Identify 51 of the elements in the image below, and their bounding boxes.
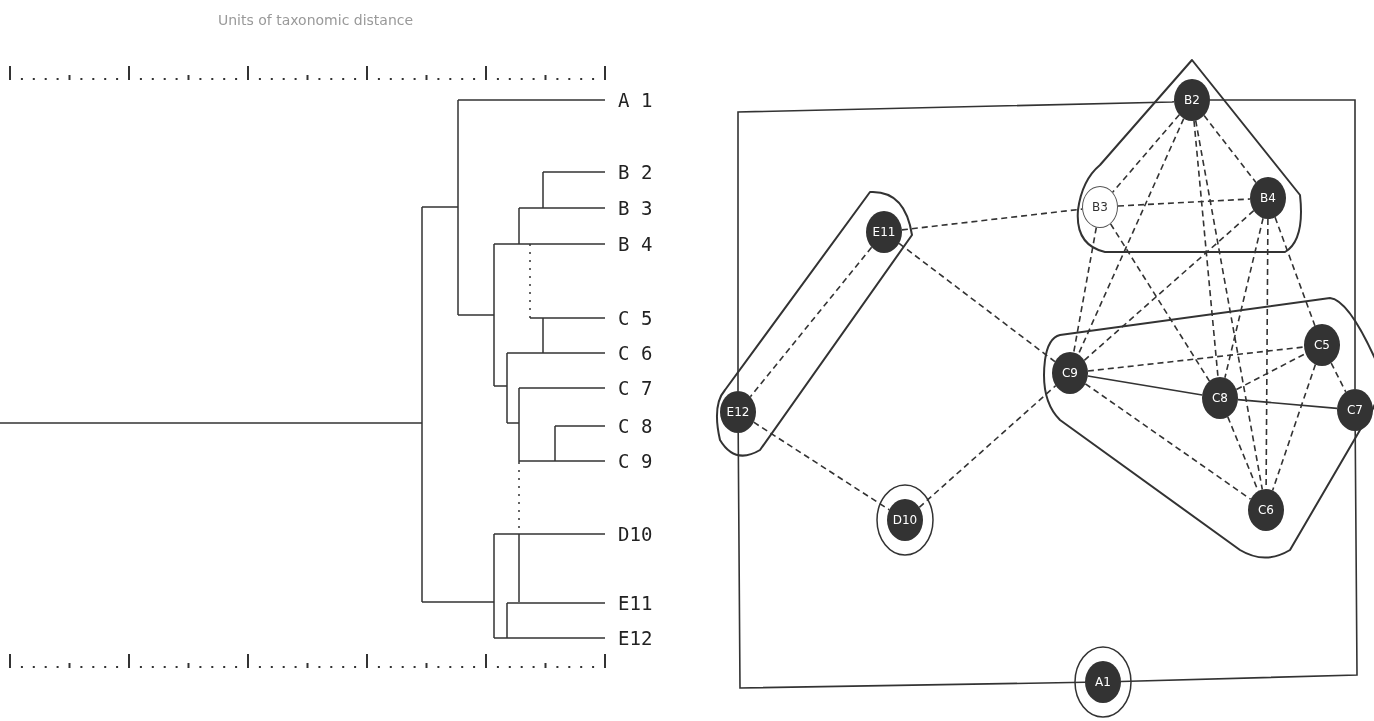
- axis-title: Units of taxonomic distance: [218, 12, 414, 28]
- connector-line: [1087, 375, 1203, 396]
- connector-line: [749, 246, 873, 398]
- node-circle: D10: [887, 499, 923, 541]
- connector-line: [1330, 362, 1347, 393]
- connector-line: [1271, 363, 1317, 492]
- connector-line: [1203, 114, 1257, 184]
- connector-line: [1109, 223, 1211, 382]
- connector-line: [1209, 99, 1356, 390]
- node-circle: B2: [1174, 79, 1210, 121]
- node-circle: C5: [1304, 324, 1340, 366]
- node-circle: E12: [720, 391, 756, 433]
- connector-line: [1117, 198, 1251, 207]
- connector-line: [737, 101, 1175, 392]
- node-circle: E11: [866, 211, 902, 253]
- connector-line: [1083, 209, 1255, 362]
- leaf-label: B 3: [618, 197, 653, 219]
- leaf-label: C 6: [618, 342, 653, 364]
- connector-line: [1087, 346, 1305, 372]
- leaf-label: E11: [618, 592, 653, 614]
- connector-line: [1274, 216, 1316, 327]
- connector-line: [901, 208, 1083, 231]
- leaf-label: E12: [618, 627, 653, 649]
- connector-line: [1224, 217, 1264, 379]
- connector-line: [1072, 226, 1098, 354]
- leaf-label: B 2: [618, 161, 653, 183]
- connector-line: [1237, 398, 1338, 410]
- leaf-label: C 5: [618, 307, 653, 329]
- connector-line: [918, 384, 1057, 509]
- connector-line: [1193, 120, 1219, 378]
- leaf-label: B 4: [618, 233, 653, 255]
- connector-line: [1120, 430, 1358, 683]
- leaf-label: C 9: [618, 450, 653, 472]
- connector-line: [898, 242, 1056, 363]
- node-circle: C6: [1248, 489, 1284, 531]
- leaf-label: D10: [618, 523, 653, 545]
- connector-line: [737, 432, 1086, 689]
- node-circle: B3: [1082, 186, 1118, 228]
- connector-line: [1084, 383, 1252, 500]
- connector-line: [1194, 119, 1264, 491]
- leaf-label: C 8: [618, 415, 653, 437]
- leaf-label: A 1: [618, 89, 653, 111]
- connector-line: [752, 421, 891, 511]
- leaf-label: C 7: [618, 377, 653, 399]
- node-circle: C7: [1337, 389, 1373, 431]
- node-circle: B4: [1250, 177, 1286, 219]
- node-circle: C9: [1052, 352, 1088, 394]
- connector-line: [1111, 114, 1181, 193]
- node-circle: C8: [1202, 377, 1238, 419]
- connector-line: [1235, 352, 1307, 391]
- node-circle: A1: [1085, 661, 1121, 703]
